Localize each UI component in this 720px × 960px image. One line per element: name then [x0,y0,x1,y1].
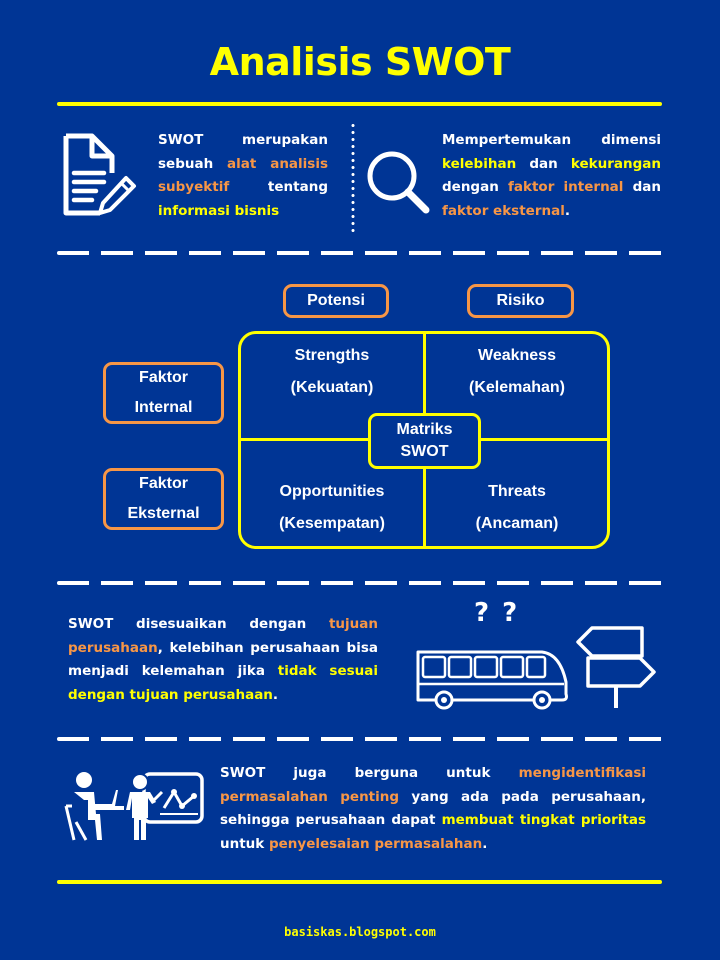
question-marks-icon: ? ? [474,598,520,628]
presenter-chart-icon [126,772,204,840]
dashed-divider [57,251,663,255]
cell-opportunities: Opportunities (Kesempatan) [279,483,385,532]
matrix-center-label: Matriks SWOT [368,413,481,469]
swot-definition-text: SWOT merupakan sebuah alat analisis suby… [158,132,328,219]
document-edit-icon [63,133,136,216]
swot-goal-text: SWOT disesuaikan dengan tujuan perusahaa… [68,616,379,703]
row-header-eksternal: Faktor Eksternal [103,468,224,530]
title-underline [57,102,662,106]
cell-weakness: Weakness (Kelemahan) [468,347,566,396]
swot-dimension-text: Mempertemukan dimensi kelebihan dan keku… [442,132,662,219]
footer-url: basiskas.blogspot.com [284,925,436,939]
signpost-icon [576,626,656,708]
bus-icon [416,650,568,710]
col-header-risiko: Risiko [467,284,574,318]
dashed-divider [57,737,663,741]
row-header-internal: Faktor Internal [103,362,224,424]
cell-strengths: Strengths (Kekuatan) [290,347,374,396]
col-header-potensi: Potensi [283,284,389,318]
dashed-divider [57,581,663,585]
magnifier-icon [367,151,430,214]
page-title: Analisis SWOT [209,40,511,84]
dotted-divider [351,122,355,232]
bottom-rule [57,880,662,884]
cell-threats: Threats (Ancaman) [475,483,559,532]
person-at-laptop-icon [64,772,124,841]
swot-usefulness-text: SWOT juga berguna untuk mengidentifikasi… [220,765,647,852]
